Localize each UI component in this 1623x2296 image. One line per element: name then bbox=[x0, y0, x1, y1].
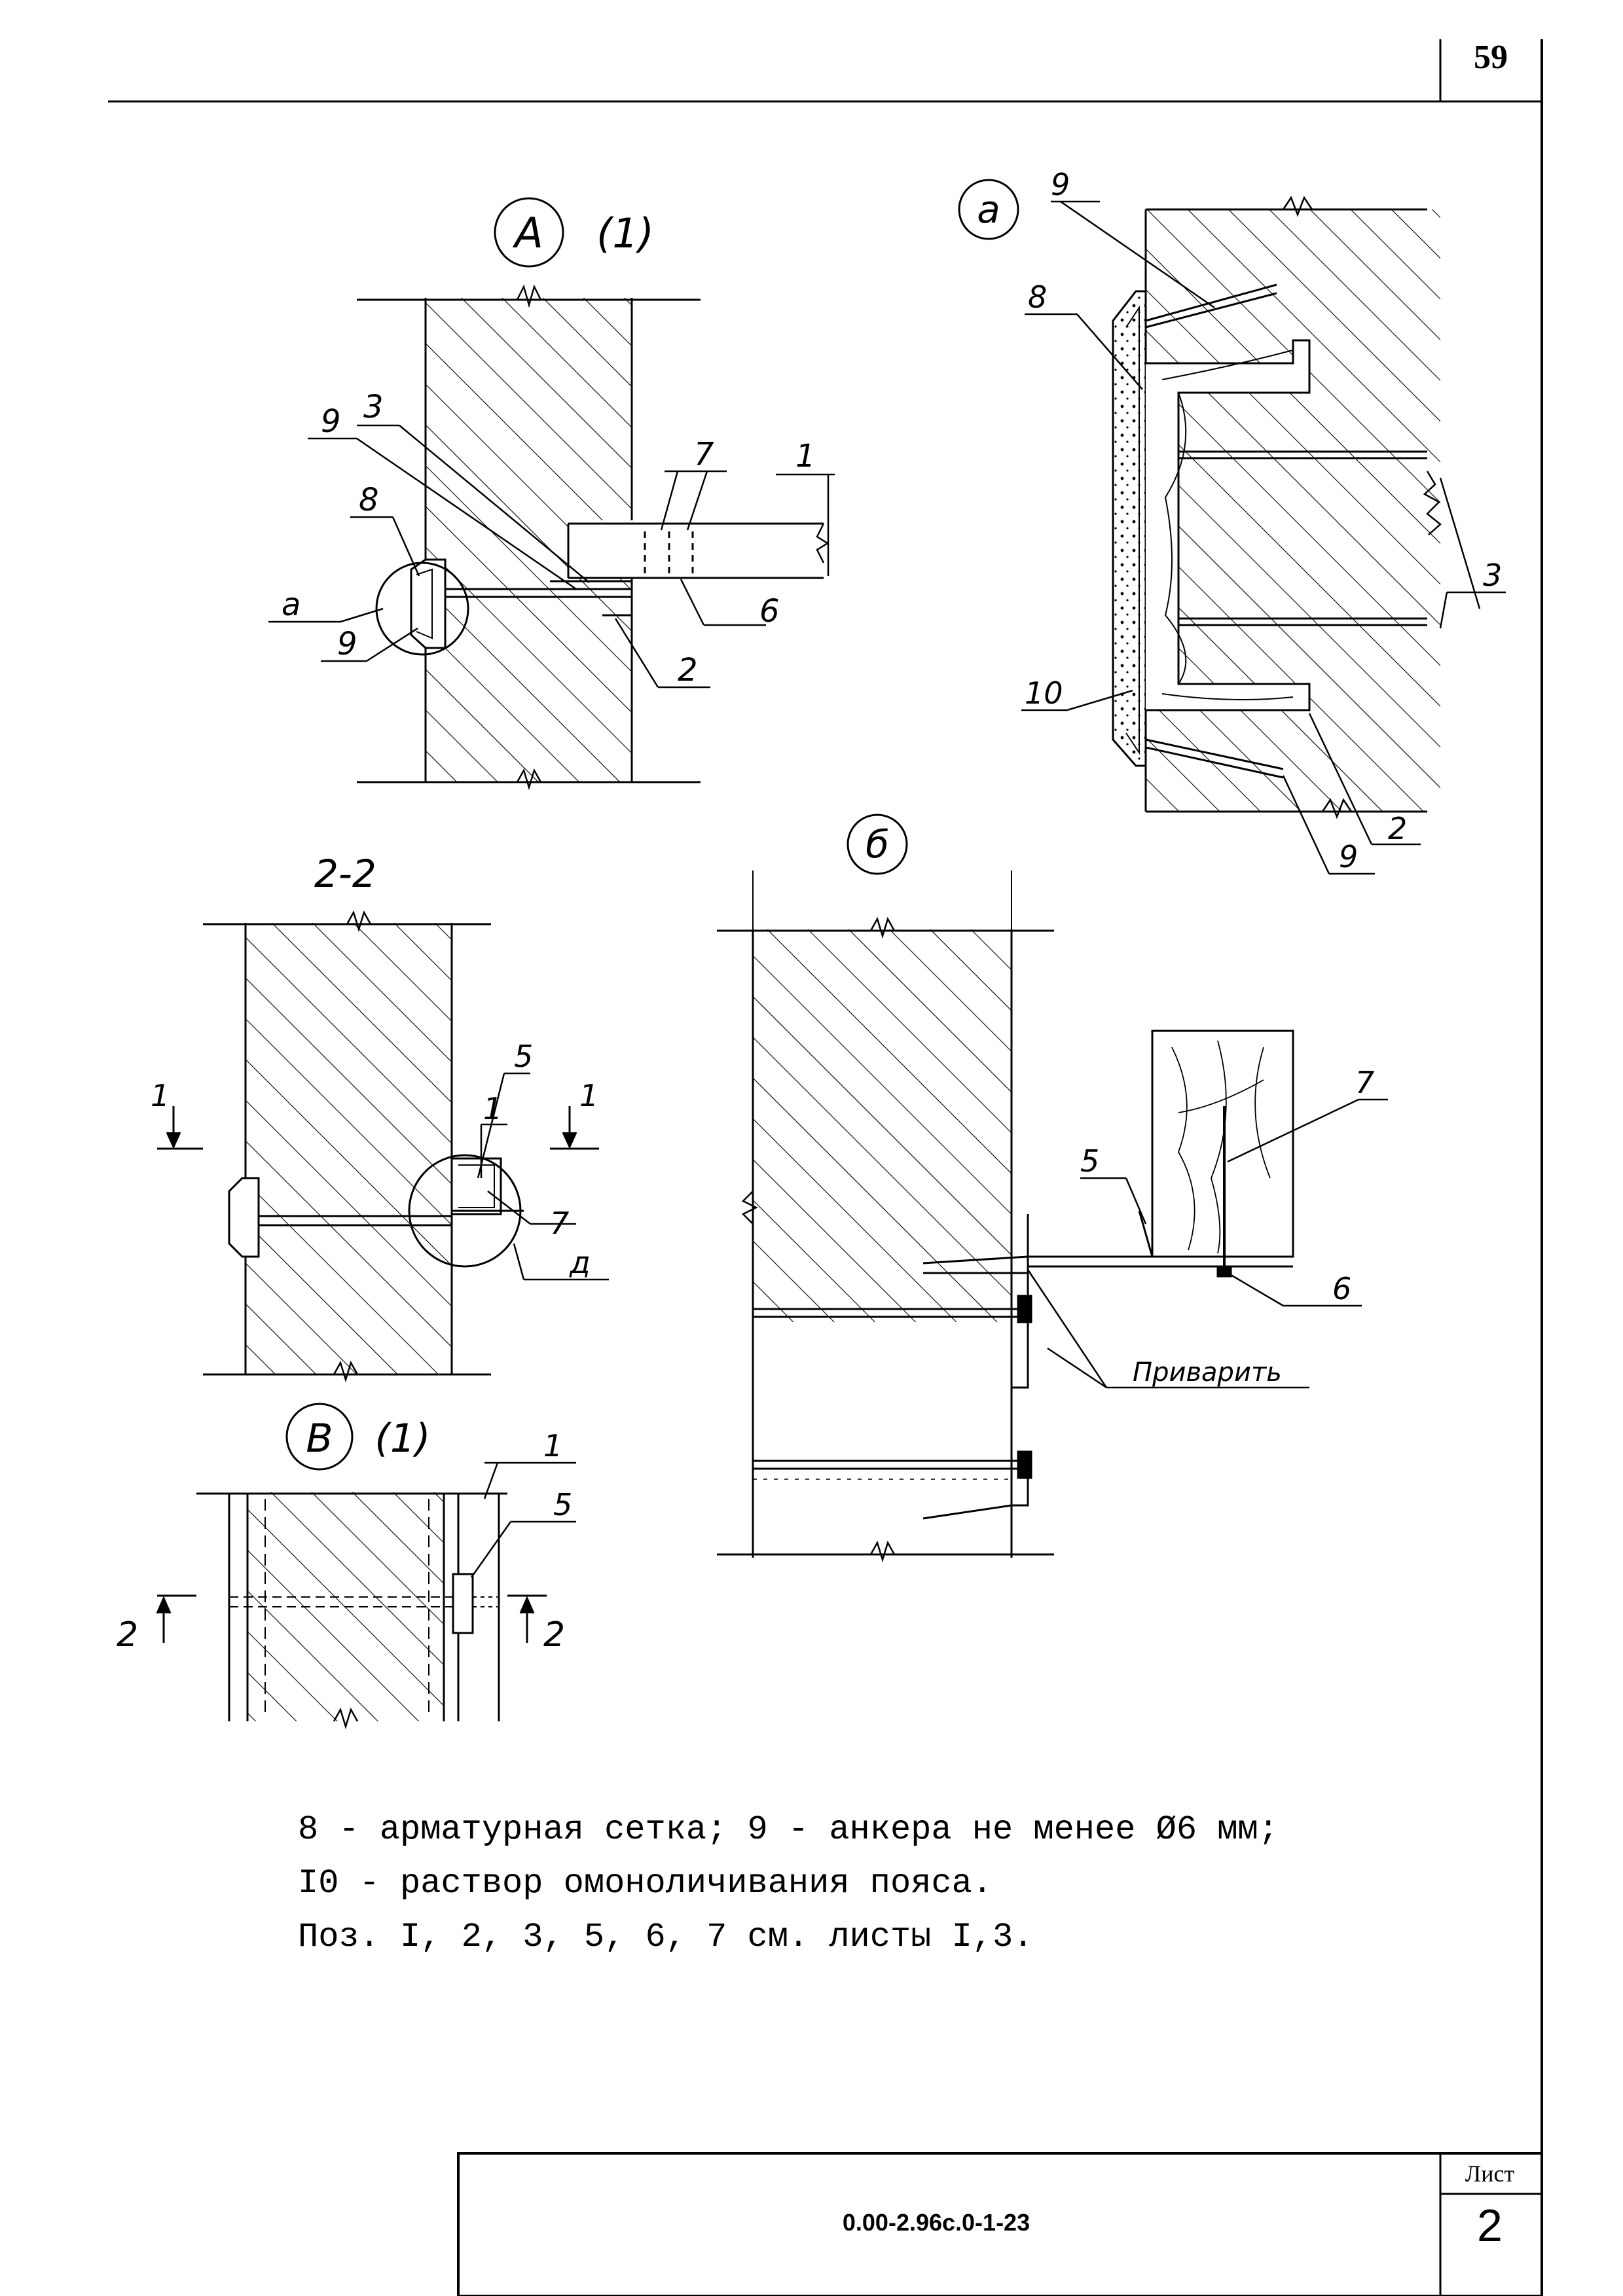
section-2-2-label: 2-2 bbox=[314, 852, 376, 896]
detail-a-title: a bbox=[958, 179, 1019, 240]
callout-8: 8 bbox=[359, 482, 379, 518]
callout-9: 9 bbox=[337, 626, 357, 662]
cut-mark-1-right: 1 bbox=[579, 1078, 598, 1113]
sheet-frame bbox=[108, 39, 1543, 2296]
detail-a-letter: a bbox=[977, 187, 1000, 232]
cut-mark-2-left: 2 bbox=[117, 1615, 138, 1655]
callout-2: 2 bbox=[1388, 811, 1407, 846]
section-2-2-title: 2-2 bbox=[314, 852, 376, 896]
detail-a-callout-text: 9 8 3 10 2 9 bbox=[1025, 167, 1502, 874]
detail-B-callout-text: 1 5 2 2 bbox=[117, 1428, 572, 1655]
detail-A-letter: A bbox=[512, 209, 543, 258]
callout-7: 7 bbox=[550, 1206, 569, 1241]
detail-A bbox=[357, 284, 830, 791]
document-number: 0.00-2.96с.0-1-23 bbox=[842, 2209, 1030, 2236]
callout-3: 3 bbox=[363, 389, 384, 425]
page-number: 59 bbox=[1474, 39, 1508, 76]
callout-8: 8 bbox=[1028, 279, 1047, 315]
notes: 8 - арматурная сетка; 9 - анкера не мене… bbox=[298, 1803, 1476, 1964]
callout-5: 5 bbox=[514, 1039, 533, 1074]
sheet-number: 2 bbox=[1477, 2200, 1503, 2251]
weld-label: Приварить bbox=[1133, 1357, 1282, 1388]
detail-b bbox=[717, 870, 1294, 1563]
note-line-1: 8 - арматурная сетка; 9 - анкера не мене… bbox=[298, 1810, 1279, 1849]
detail-A-ref: (1) bbox=[596, 209, 654, 257]
detail-B bbox=[156, 1462, 576, 1730]
detail-A-callout-text: 9 3 8 а 9 7 1 6 2 bbox=[282, 389, 816, 689]
note-line-3: Поз. I, 2, 3, 5, 6, 7 см. листы I,3. bbox=[298, 1918, 1034, 1956]
callout-d: д bbox=[569, 1245, 591, 1280]
callout-5: 5 bbox=[1080, 1143, 1099, 1179]
detail-b-title: б bbox=[847, 814, 908, 875]
callout-1: 1 bbox=[543, 1428, 562, 1463]
callout-9: 9 bbox=[1339, 839, 1358, 874]
callout-2: 2 bbox=[678, 652, 698, 689]
callout-5: 5 bbox=[553, 1487, 572, 1522]
callout-1: 1 bbox=[795, 438, 816, 475]
detail-b-callout-text: 5 7 6 Приварить bbox=[1080, 1065, 1374, 1388]
detail-B-ref: (1) bbox=[375, 1416, 431, 1462]
cut-mark-2-right: 2 bbox=[543, 1615, 565, 1655]
section-2-2-callouts bbox=[477, 1072, 609, 1281]
detail-A-title: A (1) bbox=[494, 197, 654, 268]
detail-B-letter: В bbox=[306, 1416, 333, 1462]
callout-9: 9 bbox=[1051, 167, 1070, 202]
detail-b-callouts bbox=[1027, 1098, 1388, 1389]
section-2-2-callout-text: 1 1 5 1 7 д bbox=[151, 1039, 598, 1280]
callout-3: 3 bbox=[1483, 558, 1502, 593]
callout-9: 9 bbox=[321, 403, 341, 440]
detail-A-callouts bbox=[268, 424, 835, 689]
note-line-2: I0 - раствор омоноличивания пояса. bbox=[298, 1864, 993, 1903]
sheet-label: Лист bbox=[1465, 2161, 1515, 2187]
callout-7: 7 bbox=[694, 436, 714, 473]
callout-a: а bbox=[282, 586, 301, 623]
detail-B-title: В (1) bbox=[285, 1403, 431, 1471]
callout-10: 10 bbox=[1025, 675, 1063, 711]
detail-b-letter: б bbox=[866, 822, 889, 867]
callout-6: 6 bbox=[1332, 1271, 1351, 1306]
detail-a bbox=[1112, 196, 1442, 819]
callout-6: 6 bbox=[759, 593, 780, 630]
detail-a-callouts bbox=[1021, 200, 1506, 875]
section-2-2 bbox=[157, 910, 599, 1383]
callout-7: 7 bbox=[1355, 1065, 1374, 1100]
callout-1: 1 bbox=[483, 1091, 502, 1126]
cut-mark-1-left: 1 bbox=[151, 1078, 170, 1113]
